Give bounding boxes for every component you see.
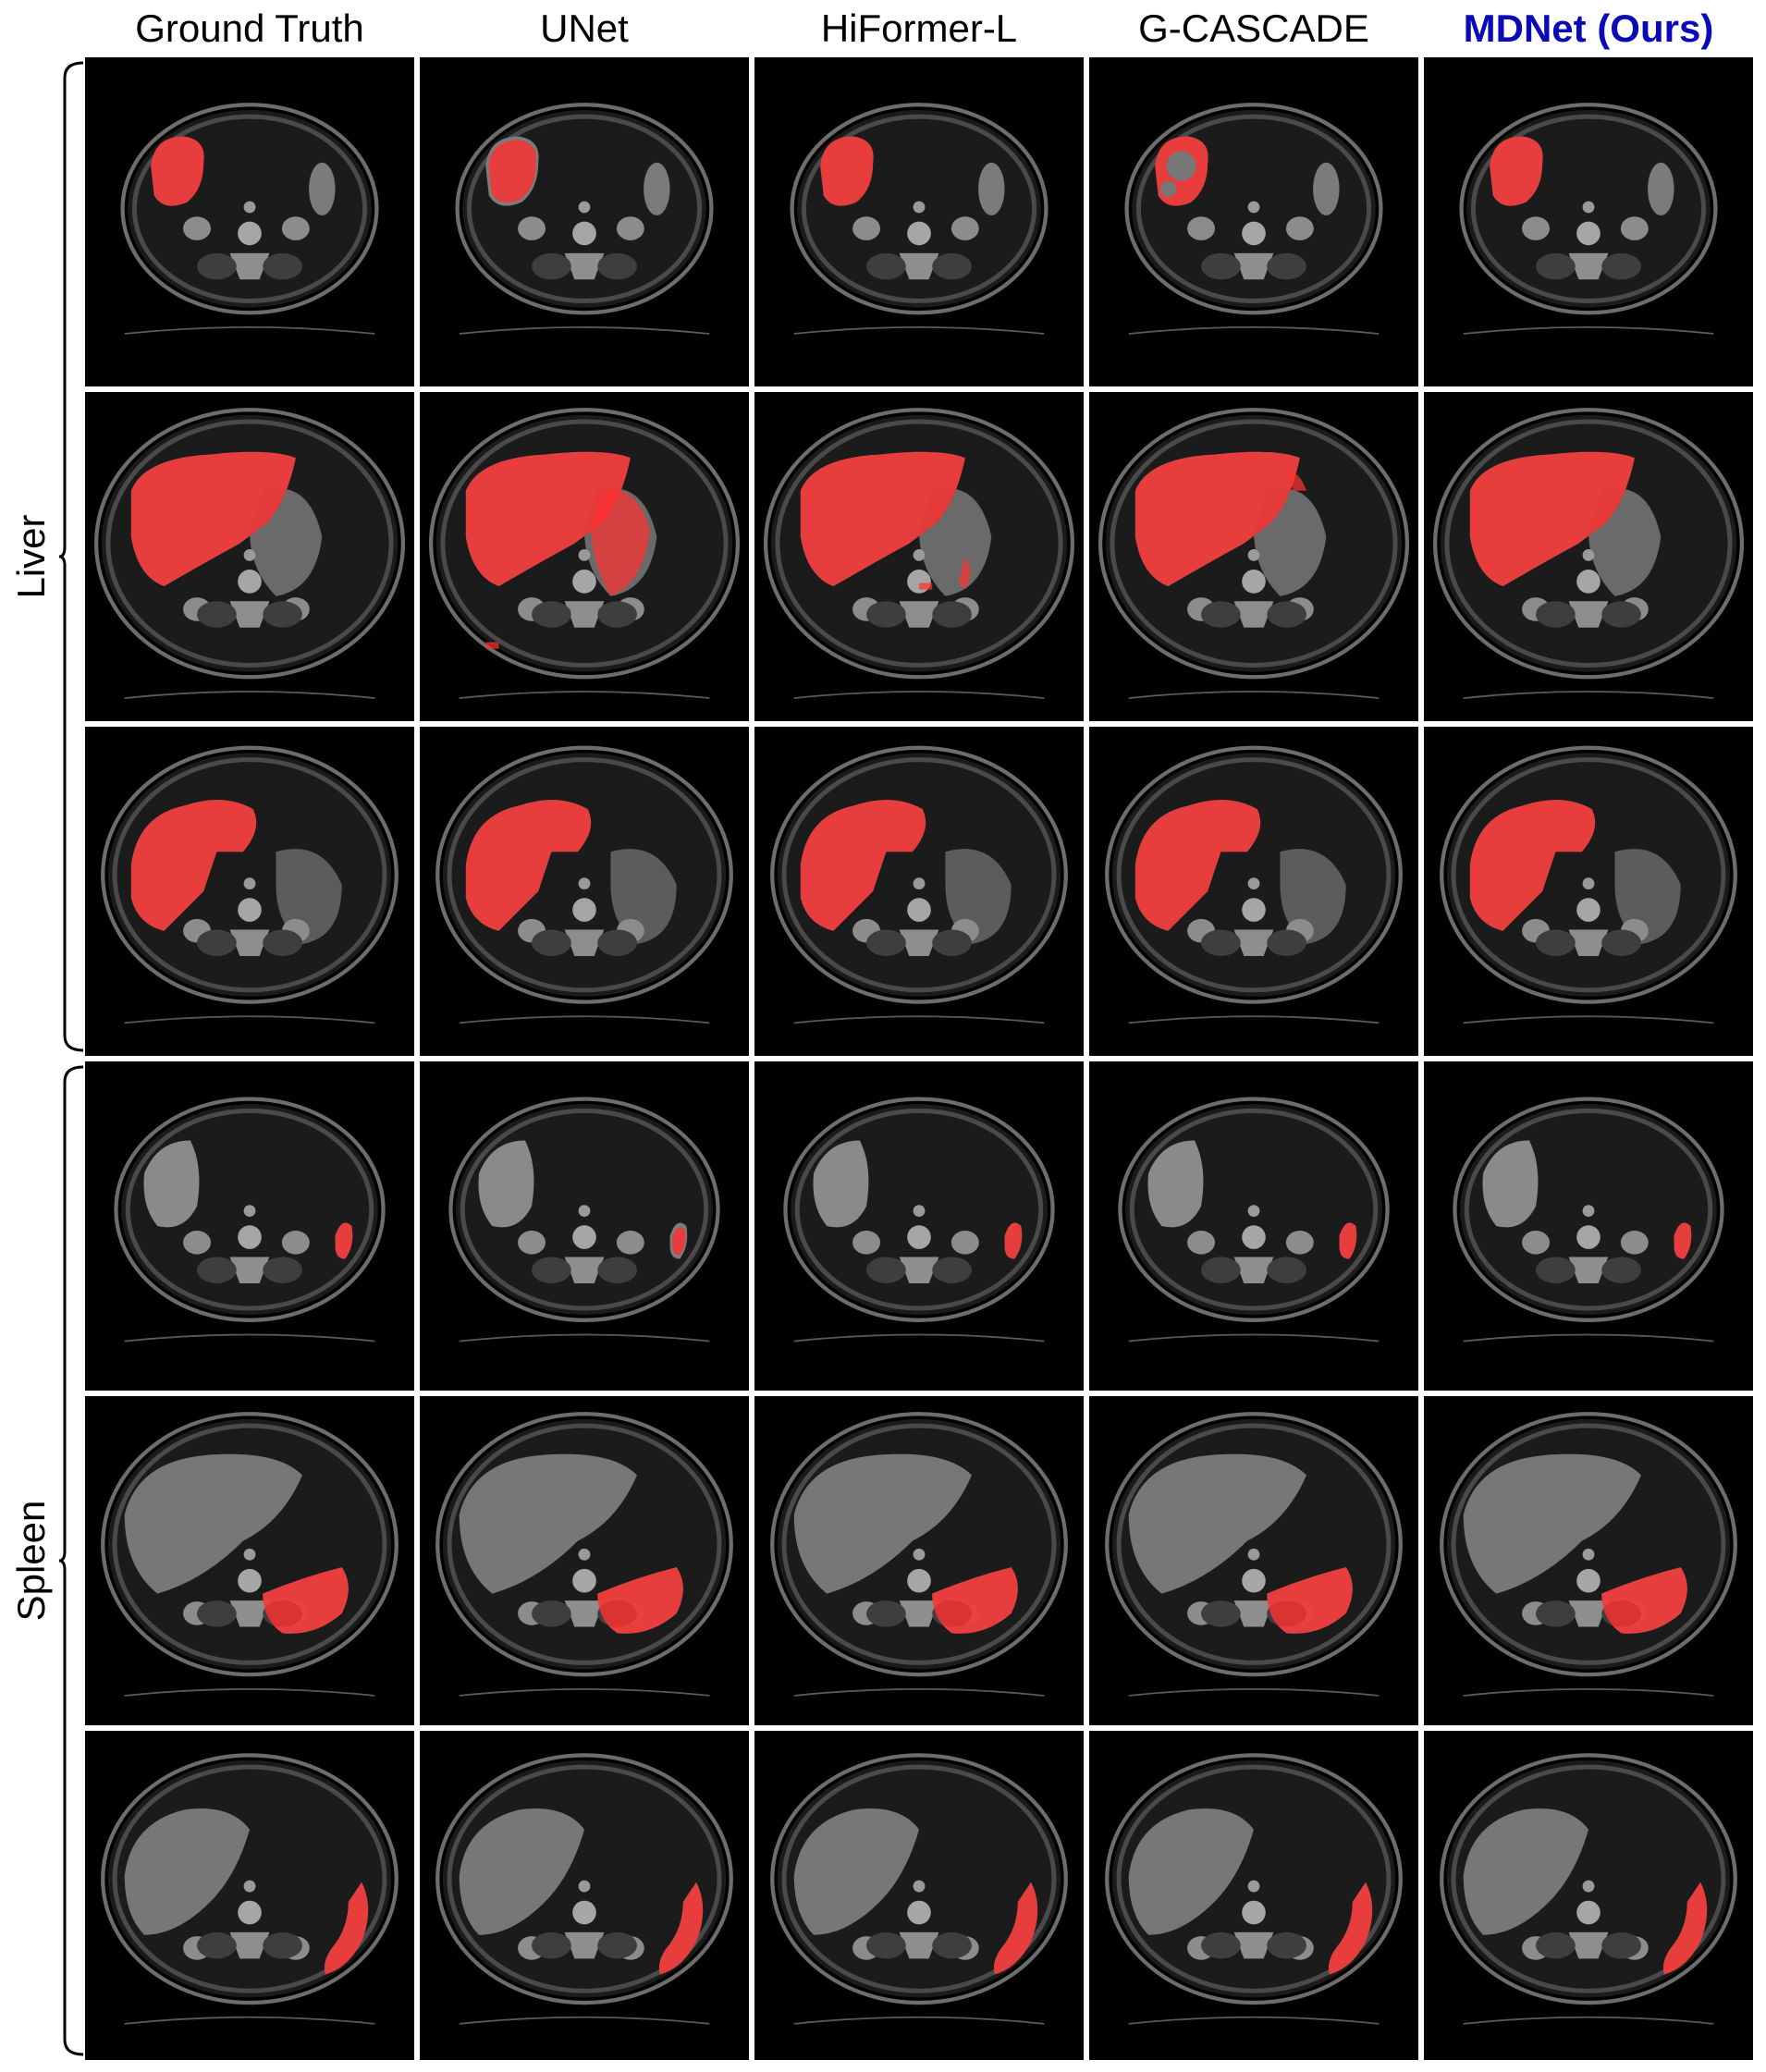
- ct-slice-liver-row2-ground-truth: [85, 392, 414, 721]
- ct-slice-spleen-row2-ground-truth: [85, 1396, 414, 1725]
- ct-slice-spleen-row3-unet: [420, 1731, 749, 2060]
- ct-slice-spleen-row1-unet: [420, 1061, 749, 1391]
- ct-slice-spleen-row1-mdnet: [1424, 1061, 1753, 1391]
- column-header-mdnet: MDNet (Ours): [1463, 6, 1714, 50]
- ct-slice-liver-row3-unet: [420, 727, 749, 1056]
- column-header-g-cascade: G-CASCADE: [1138, 6, 1369, 50]
- ct-slice-spleen-row3-g-cascade: [1089, 1731, 1418, 2060]
- ct-slice-liver-row2-mdnet: [1424, 392, 1753, 721]
- row-group-bracket-spleen: [58, 1065, 85, 2056]
- ct-slice-spleen-row2-hiformer-l: [754, 1396, 1084, 1725]
- ct-slice-spleen-row2-unet: [420, 1396, 749, 1725]
- ct-slice-liver-row3-g-cascade: [1089, 727, 1418, 1056]
- column-header-unet: UNet: [540, 6, 629, 50]
- ct-slice-spleen-row1-g-cascade: [1089, 1061, 1418, 1391]
- column-header-ground-truth: Ground Truth: [135, 6, 364, 50]
- ct-slice-spleen-row1-ground-truth: [85, 1061, 414, 1391]
- ct-slice-liver-row1-mdnet: [1424, 57, 1753, 386]
- ct-slice-liver-row2-hiformer-l: [754, 392, 1084, 721]
- ct-slice-liver-row1-ground-truth: [85, 57, 414, 386]
- ct-slice-liver-row2-g-cascade: [1089, 392, 1418, 721]
- ct-slice-spleen-row3-hiformer-l: [754, 1731, 1084, 2060]
- ct-slice-liver-row1-g-cascade: [1089, 57, 1418, 386]
- ct-slice-liver-row3-ground-truth: [85, 727, 414, 1056]
- ct-slice-spleen-row2-g-cascade: [1089, 1396, 1418, 1725]
- ct-slice-spleen-row3-ground-truth: [85, 1731, 414, 2060]
- row-group-bracket-liver: [58, 61, 85, 1052]
- ct-slice-liver-row1-hiformer-l: [754, 57, 1084, 386]
- ct-slice-spleen-row2-mdnet: [1424, 1396, 1753, 1725]
- row-group-label-liver: Liver: [9, 514, 53, 599]
- ct-slice-spleen-row3-mdnet: [1424, 1731, 1753, 2060]
- row-group-label-spleen: Spleen: [9, 1500, 53, 1622]
- column-header-hiformer-l: HiFormer-L: [820, 6, 1018, 50]
- ct-slice-liver-row3-hiformer-l: [754, 727, 1084, 1056]
- ct-slice-liver-row2-unet: [420, 392, 749, 721]
- ct-slice-liver-row1-unet: [420, 57, 749, 386]
- ct-slice-spleen-row1-hiformer-l: [754, 1061, 1084, 1391]
- ct-slice-liver-row3-mdnet: [1424, 727, 1753, 1056]
